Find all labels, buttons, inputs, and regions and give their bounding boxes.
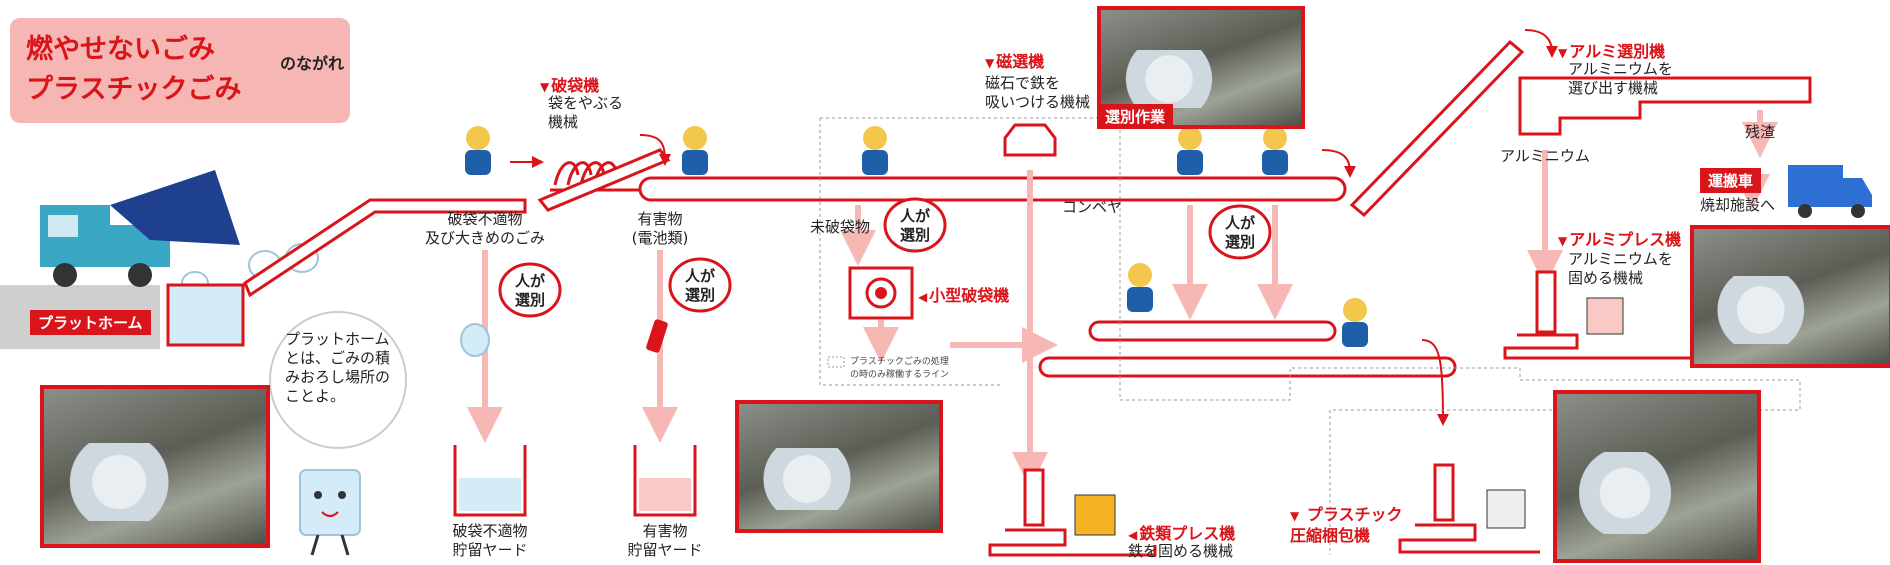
magnetic-separator-icon	[1003, 123, 1057, 157]
machine-iron-press-desc: 鉄を固める機械	[1128, 542, 1234, 560]
lower-conveyor-upper	[1088, 320, 1337, 342]
photo-iron-press	[735, 400, 943, 533]
plastic-only-frame	[819, 117, 1801, 555]
arrow-curve-breaker	[639, 134, 671, 166]
machine-iron-press-name: 鉄類プレス機	[1128, 520, 1235, 544]
garbage-truck-icon	[40, 170, 240, 287]
photo-caption-sorting-work: 選別作業	[1097, 104, 1174, 129]
bubble-manual-sort-3: 人が選別	[899, 207, 930, 244]
machine-bag-breaker-name: 破袋機	[540, 72, 599, 96]
title-box	[10, 18, 350, 123]
photo-platform	[40, 385, 270, 548]
label-hazardous-yard: 有害物 貯留ヤード	[627, 522, 703, 559]
main-conveyor	[638, 176, 1347, 202]
label-unsuitable-bulky: 破袋不適物 及び大きめのごみ	[424, 210, 545, 247]
machine-aluminum-press-desc: アルミニウムを 固める機械	[1568, 250, 1673, 287]
info-bubble	[269, 311, 407, 449]
aluminum-incline	[1349, 39, 1525, 218]
platform-label: プラットホーム	[30, 310, 151, 335]
transport-truck-icon	[1788, 165, 1872, 218]
label-unbroken-bags: 未破袋物	[810, 218, 871, 236]
bubble-manual-sort-4: 人が選別	[1224, 214, 1255, 251]
plastic-baler-icon	[1398, 463, 1540, 554]
platform-pit	[166, 283, 245, 347]
aluminum-sorter-duct	[1518, 76, 1812, 136]
label-aluminum: アルミニウム	[1500, 147, 1590, 165]
bubble-manual-sort-2: 人が選別	[684, 267, 715, 304]
label-hazardous: 有害物 (電池類)	[631, 210, 689, 247]
bubble-manual-sort-1: 人が選別	[514, 272, 545, 309]
bag-icon	[460, 323, 490, 357]
label-conveyor: コンベヤ	[1062, 198, 1123, 216]
platform-note: プラットホーム とは、ごみの積 みおろし場所の ことよ。	[285, 330, 391, 405]
aluminum-press-icon	[1503, 270, 1690, 360]
iron-press-icon	[988, 468, 1157, 557]
arrow-curve-end	[1321, 149, 1356, 178]
machine-transport-truck-name: 運搬車	[1700, 168, 1762, 193]
small-bag-breaker-icon	[848, 266, 914, 320]
machine-bag-breaker-desc: 袋をやぶる 機械	[548, 94, 624, 131]
machine-magnetic-name: 磁選機	[985, 48, 1044, 72]
label-incinerator: 焼却施設へ	[1700, 196, 1776, 214]
machine-plastic-baler-name: プラスチック 圧縮梱包機	[1290, 505, 1403, 546]
incline-conveyor	[243, 198, 527, 298]
lower-conveyor-lower	[1038, 356, 1457, 378]
worker-icon	[465, 126, 1368, 347]
machine-aluminum-sorter-name: アルミ選別機	[1558, 38, 1665, 62]
title-suffix: のながれ	[280, 54, 345, 73]
photo-sorting-work	[1097, 6, 1305, 129]
title-line-1: 燃やせないごみ	[26, 34, 215, 65]
arrow-curve-sorter	[1524, 29, 1558, 58]
machine-aluminum-press-name: アルミプレス機	[1558, 226, 1681, 250]
battery-icon	[646, 319, 668, 353]
machine-magnetic-desc: 磁石で鉄を 吸いつける機械	[985, 74, 1091, 111]
machine-aluminum-sorter-desc: アルミニウムを 選び出す機械	[1568, 60, 1673, 97]
title-main: 燃やせないごみ プラスチックごみ	[26, 30, 241, 110]
mascot-icon	[299, 469, 361, 556]
dotted-line-note: プラスチックごみの処理 の時のみ稼働するライン	[850, 357, 950, 380]
arrow-curve-baler	[1421, 339, 1449, 426]
photo-plastic-baler	[1553, 390, 1761, 563]
title-line-2: プラスチックごみ	[26, 74, 242, 105]
machine-small-bag-breaker-name: 小型破袋機	[918, 282, 1009, 306]
speech-bubble-icon	[498, 197, 1272, 318]
dotted-legend-swatch	[827, 356, 845, 368]
label-unsuitable-yard: 破袋不適物 貯留ヤード	[452, 522, 528, 559]
photo-aluminum-press	[1690, 225, 1890, 368]
label-residue: 残渣	[1745, 123, 1776, 141]
